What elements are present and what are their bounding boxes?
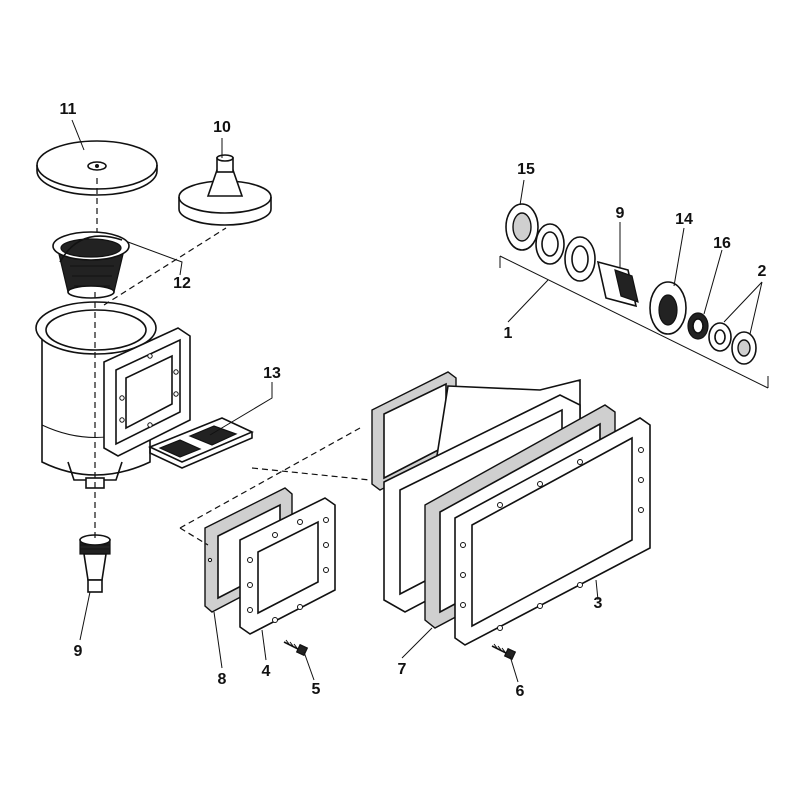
callout-10: 10 (213, 119, 231, 136)
callout-11: 11 (59, 101, 77, 118)
callout-8: 8 (217, 671, 227, 688)
callout-12: 12 (173, 275, 191, 292)
callout-7: 7 (397, 661, 407, 678)
return-fitting-kit (505, 203, 757, 365)
part-12-basket (52, 231, 130, 299)
callout-13: 13 (263, 365, 281, 382)
part-13-weir (147, 417, 254, 469)
callout-16: 16 (713, 235, 731, 252)
callout-1: 1 (503, 325, 513, 342)
callout-4: 4 (261, 663, 271, 680)
callout-3: 3 (593, 595, 603, 612)
callout-9-right: 9 (615, 205, 625, 222)
callout-15: 15 (517, 161, 535, 178)
part-6-screw (491, 643, 517, 661)
part-9-fitting-left (79, 534, 111, 593)
part-11-lid (36, 140, 158, 196)
part-4-faceplate (239, 497, 336, 635)
skimmer-body (35, 301, 191, 489)
assembly-lines (94, 178, 371, 546)
part-10-vacuum-plate (178, 154, 272, 226)
callout-5: 5 (311, 681, 321, 698)
part-3-faceplate-large (454, 417, 651, 646)
callout-14: 14 (675, 211, 693, 228)
leader-lines (71, 119, 769, 683)
part-5-screw (283, 639, 309, 657)
callout-2: 2 (757, 263, 767, 280)
callout-6: 6 (515, 683, 525, 700)
callout-9-left: 9 (73, 643, 83, 660)
